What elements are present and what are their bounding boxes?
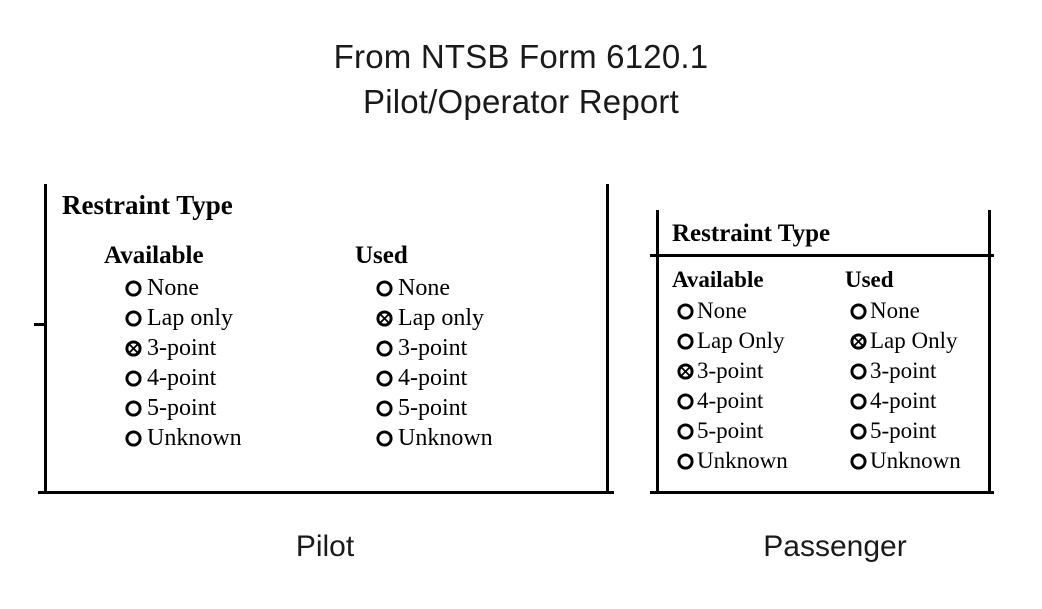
empty-circle-icon[interactable] (676, 452, 695, 471)
empty-circle-icon[interactable] (124, 399, 143, 418)
empty-circle-icon[interactable] (124, 279, 143, 298)
passenger-available-option-3-point[interactable]: 3-point (676, 356, 788, 386)
passenger-section-title: Restraint Type (672, 220, 831, 247)
empty-circle-icon[interactable] (375, 279, 394, 298)
pilot-used-option-label: Unknown (398, 424, 493, 451)
pilot-used-heading: Used (355, 242, 408, 269)
empty-circle-icon[interactable] (849, 302, 868, 321)
page-title: From NTSB Form 6120.1 Pilot/Operator Rep… (0, 34, 1042, 124)
title-line-1: From NTSB Form 6120.1 (333, 38, 709, 75)
empty-circle-icon[interactable] (375, 369, 394, 388)
pilot-used-option-none[interactable]: None (375, 273, 493, 303)
passenger-used-option-lap-only[interactable]: Lap Only (849, 326, 961, 356)
crossed-circle-icon[interactable] (124, 339, 143, 358)
passenger-available-option-unknown[interactable]: Unknown (676, 446, 788, 476)
pilot-available-option-label: Lap only (147, 304, 233, 331)
empty-circle-icon[interactable] (849, 362, 868, 381)
passenger-box-left-border (656, 210, 659, 494)
pilot-available-option-label: Unknown (147, 424, 242, 451)
passenger-caption: Passenger (763, 530, 907, 563)
pilot-used-option-4-point[interactable]: 4-point (375, 363, 493, 393)
pilot-available-option-unknown[interactable]: Unknown (124, 423, 242, 453)
passenger-box-divider (650, 254, 994, 257)
pilot-box-left-tick (34, 323, 46, 326)
passenger-available-option-label: Lap Only (697, 328, 785, 353)
empty-circle-icon[interactable] (375, 429, 394, 448)
pilot-box-left-border (44, 184, 47, 494)
empty-circle-icon[interactable] (849, 392, 868, 411)
passenger-available-option-label: Unknown (697, 448, 788, 473)
pilot-used-option-label: 3-point (398, 334, 468, 361)
passenger-available-option-lap-only[interactable]: Lap Only (676, 326, 788, 356)
pilot-used-option-label: 5-point (398, 394, 468, 421)
empty-circle-icon[interactable] (849, 422, 868, 441)
empty-circle-icon[interactable] (849, 452, 868, 471)
pilot-section-title: Restraint Type (62, 190, 233, 220)
empty-circle-icon[interactable] (676, 302, 695, 321)
pilot-available-option-3-point[interactable]: 3-point (124, 333, 242, 363)
crossed-circle-icon[interactable] (375, 309, 394, 328)
pilot-available-option-4-point[interactable]: 4-point (124, 363, 242, 393)
passenger-available-option-label: 3-point (697, 358, 764, 383)
pilot-used-option-unknown[interactable]: Unknown (375, 423, 493, 453)
title-line-2: Pilot/Operator Report (362, 83, 679, 120)
pilot-available-option-label: 4-point (147, 364, 217, 391)
pilot-used-option-lap-only[interactable]: Lap only (375, 303, 493, 333)
pilot-available-option-label: 3-point (147, 334, 217, 361)
pilot-used-option-label: None (398, 274, 450, 301)
passenger-available-option-none[interactable]: None (676, 296, 788, 326)
passenger-available-heading: Available (672, 267, 764, 292)
pilot-used-option-3-point[interactable]: 3-point (375, 333, 493, 363)
pilot-available-option-lap-only[interactable]: Lap only (124, 303, 242, 333)
passenger-used-option-label: None (870, 298, 920, 323)
passenger-used-option-label: Lap Only (870, 328, 958, 353)
pilot-used-option-label: Lap only (398, 304, 484, 331)
empty-circle-icon[interactable] (676, 422, 695, 441)
crossed-circle-icon[interactable] (676, 362, 695, 381)
empty-circle-icon[interactable] (124, 369, 143, 388)
empty-circle-icon[interactable] (375, 399, 394, 418)
pilot-available-option-label: None (147, 274, 199, 301)
passenger-used-option-3-point[interactable]: 3-point (849, 356, 961, 386)
passenger-box-right-border (988, 210, 991, 494)
pilot-used-option-label: 4-point (398, 364, 468, 391)
passenger-used-option-5-point[interactable]: 5-point (849, 416, 961, 446)
passenger-used-option-4-point[interactable]: 4-point (849, 386, 961, 416)
passenger-used-option-label: 3-point (870, 358, 937, 383)
pilot-available-heading: Available (104, 242, 204, 269)
pilot-available-option-label: 5-point (147, 394, 217, 421)
crossed-circle-icon[interactable] (849, 332, 868, 351)
passenger-available-option-label: None (697, 298, 747, 323)
empty-circle-icon[interactable] (124, 309, 143, 328)
pilot-available-option-none[interactable]: None (124, 273, 242, 303)
passenger-available-option-label: 4-point (697, 388, 764, 413)
pilot-caption: Pilot (295, 530, 355, 563)
passenger-used-option-none[interactable]: None (849, 296, 961, 326)
passenger-used-heading: Used (845, 267, 894, 292)
passenger-used-option-label: 4-point (870, 388, 937, 413)
empty-circle-icon[interactable] (124, 429, 143, 448)
passenger-used-option-label: Unknown (870, 448, 961, 473)
passenger-box-bottom-border (650, 491, 994, 494)
empty-circle-icon[interactable] (676, 392, 695, 411)
passenger-available-option-4-point[interactable]: 4-point (676, 386, 788, 416)
passenger-available-option-5-point[interactable]: 5-point (676, 416, 788, 446)
pilot-box-right-border (606, 184, 609, 494)
pilot-available-option-5-point[interactable]: 5-point (124, 393, 242, 423)
empty-circle-icon[interactable] (375, 339, 394, 358)
passenger-used-option-label: 5-point (870, 418, 937, 443)
empty-circle-icon[interactable] (676, 332, 695, 351)
pilot-used-option-5-point[interactable]: 5-point (375, 393, 493, 423)
passenger-used-option-unknown[interactable]: Unknown (849, 446, 961, 476)
passenger-available-option-label: 5-point (697, 418, 764, 443)
pilot-box-bottom-border (38, 491, 614, 494)
